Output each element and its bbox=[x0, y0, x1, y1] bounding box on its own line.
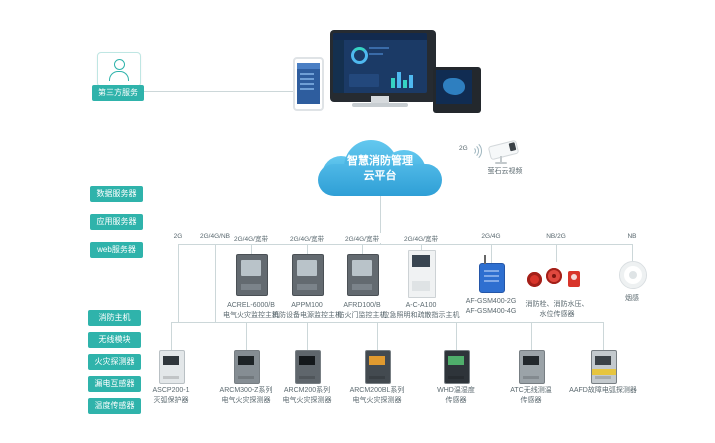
device-ascp200 bbox=[159, 350, 185, 384]
desktop-monitor bbox=[330, 30, 436, 102]
label-app-server: 应用服务器 bbox=[90, 214, 143, 230]
monitor-stand bbox=[371, 96, 389, 103]
drop-line bbox=[307, 244, 308, 254]
cloud-stem-line bbox=[380, 196, 381, 244]
device-label: ARCM300-Z系列电气火灾探测器 bbox=[219, 387, 273, 405]
label-fire-detector: 火灾探测器 bbox=[88, 354, 141, 370]
device-arcm300z bbox=[234, 350, 260, 384]
label-third-party-services: 第三方服务 bbox=[92, 85, 144, 101]
donut-chart-icon bbox=[351, 47, 368, 64]
drop-line bbox=[362, 244, 363, 254]
device-afrd100 bbox=[347, 254, 379, 296]
drop-line bbox=[491, 244, 492, 263]
connector-third-party bbox=[144, 91, 293, 92]
user-icon-body bbox=[109, 71, 129, 81]
hydrant-icon bbox=[527, 272, 542, 287]
cloud-title: 智慧消防管理 云平台 bbox=[347, 155, 413, 182]
smartphone bbox=[293, 57, 324, 111]
drop-line bbox=[603, 322, 604, 350]
device-aafd bbox=[591, 350, 617, 384]
device-acrel6000 bbox=[236, 254, 268, 296]
bar-chart-icon bbox=[391, 78, 395, 88]
dashboard-screen bbox=[333, 33, 427, 93]
monitor-base bbox=[352, 103, 408, 107]
label-web-server: web服务器 bbox=[90, 242, 143, 258]
conn-label: 2G/4G/NB bbox=[198, 233, 232, 240]
label-wireless-module: 无线模块 bbox=[88, 332, 141, 348]
drop-line bbox=[178, 244, 179, 322]
device-label: AAFD故障电弧探测器 bbox=[569, 387, 637, 394]
conn-label: 2G/4G bbox=[479, 233, 503, 240]
device-arcm200bl bbox=[365, 350, 391, 384]
user-icon bbox=[114, 59, 125, 70]
alarm-bell-icon bbox=[546, 268, 562, 284]
drop-line bbox=[251, 244, 252, 254]
top-bus-line bbox=[178, 244, 632, 245]
device-arcm200 bbox=[295, 350, 321, 384]
drop-line bbox=[421, 244, 422, 250]
third-party-icon-box bbox=[97, 52, 141, 87]
label-leakage-ct: 漏电互感器 bbox=[88, 376, 141, 392]
device-whd bbox=[444, 350, 470, 384]
conn-label: NB/2G bbox=[544, 233, 568, 240]
device-label: 烟感 bbox=[625, 295, 639, 302]
drop-line bbox=[632, 244, 633, 261]
device-label: WHD温湿度传感器 bbox=[437, 387, 475, 405]
conn-label: 2G/4G/宽带 bbox=[232, 233, 270, 243]
cloud-camera-icon bbox=[487, 139, 520, 161]
device-label: 消防栓、消防水压、水位传感器 bbox=[525, 301, 589, 319]
label-temp-sensor: 温度传感器 bbox=[88, 398, 141, 414]
cloud-platform: 智慧消防管理 云平台 bbox=[316, 138, 444, 200]
drop-line bbox=[556, 244, 557, 262]
conn-label: NB bbox=[625, 233, 639, 240]
device-label: ARCM200系列电气火灾探测器 bbox=[282, 387, 332, 405]
device-atc bbox=[519, 350, 545, 384]
drop-line bbox=[171, 322, 172, 350]
device-appm100 bbox=[292, 254, 324, 296]
drop-line bbox=[531, 322, 532, 350]
bottom-bus-line bbox=[171, 322, 603, 323]
device-hydrant-sensors bbox=[527, 262, 583, 294]
conn-label: 2G bbox=[171, 233, 185, 240]
map-icon bbox=[443, 78, 465, 95]
conn-label: 2G/4G/宽带 bbox=[343, 233, 381, 243]
device-smoke-detector bbox=[619, 261, 647, 289]
device-label: ATC无线测温传感器 bbox=[510, 387, 552, 405]
camera-label: 萤石云视频 bbox=[487, 168, 523, 175]
drop-line bbox=[246, 322, 247, 350]
pressure-sensor-icon bbox=[568, 271, 580, 287]
device-gsm-gateway bbox=[479, 255, 505, 293]
drop-line bbox=[307, 322, 308, 350]
tablet bbox=[433, 67, 481, 113]
drop-line bbox=[377, 322, 378, 350]
device-aca100 bbox=[408, 250, 436, 298]
drop-line bbox=[456, 322, 457, 350]
device-label: ARCM200BL系列电气火灾探测器 bbox=[349, 387, 405, 405]
conn-label: 2G/4G/宽带 bbox=[288, 233, 326, 243]
drop-line bbox=[215, 244, 216, 322]
conn-label: 2G/4G/宽带 bbox=[402, 233, 440, 243]
label-fire-host: 消防主机 bbox=[88, 310, 141, 326]
label-data-server: 数据服务器 bbox=[90, 186, 143, 202]
